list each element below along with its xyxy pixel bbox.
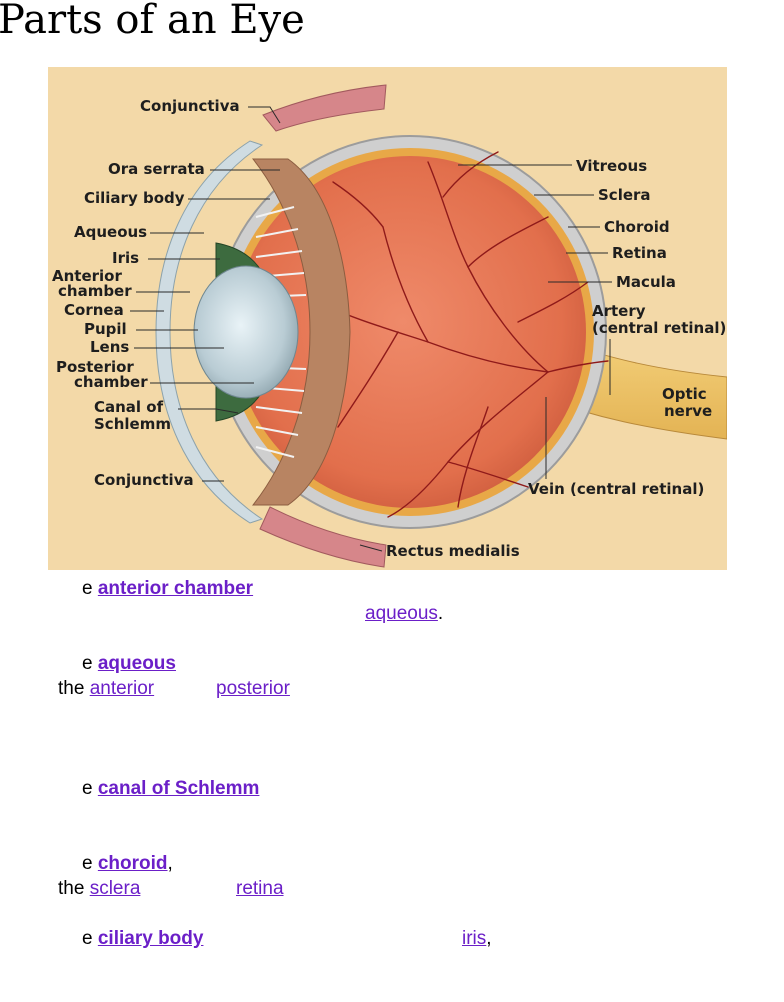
label-pupil: Pupil: [84, 320, 127, 338]
label-iris: Iris: [112, 249, 139, 267]
entry-aqueous-line2b: posterior: [216, 677, 290, 701]
eye-diagram: Conjunctiva Ora serrata Ciliary body Aqu…: [48, 67, 727, 570]
entry-tail: .: [437, 603, 444, 624]
label-canal-of-schlemm-1: Canal of: [94, 398, 164, 416]
label-vitreous: Vitreous: [576, 157, 647, 175]
label-anterior-chamber-1: Anterior: [52, 267, 122, 285]
link-retina[interactable]: retina: [236, 878, 284, 899]
term-choroid[interactable]: choroid: [97, 853, 168, 874]
link-sclera[interactable]: sclera: [89, 878, 141, 899]
cornea-shape: [155, 140, 264, 524]
link-iris[interactable]: iris: [462, 928, 487, 949]
entry-prefix: e: [82, 853, 98, 874]
entry-aqueous-line1: e aqueous: [82, 652, 176, 676]
label-conjunctiva-top: Conjunctiva: [140, 97, 240, 115]
label-artery-2: (central retinal): [592, 319, 726, 337]
label-cornea: Cornea: [64, 301, 124, 319]
page-title: Parts of an Eye: [0, 0, 305, 43]
entry-lead: the: [58, 678, 90, 699]
label-macula: Macula: [616, 273, 676, 291]
label-rectus-medialis: Rectus medialis: [386, 542, 520, 560]
superior-muscle: [262, 84, 387, 132]
label-retina: Retina: [612, 244, 667, 262]
label-posterior-chamber-2: chamber: [74, 373, 148, 391]
label-ciliary-body: Ciliary body: [84, 189, 185, 207]
lens-shape: [193, 265, 299, 399]
entry-canal-of-schlemm-line1: e canal of Schlemm: [82, 777, 259, 801]
entry-prefix: e: [82, 778, 98, 799]
entry-ciliary-body-line1: e ciliary body: [82, 927, 203, 951]
label-conjunctiva-bottom: Conjunctiva: [94, 471, 194, 489]
label-ora-serrata: Ora serrata: [108, 160, 205, 178]
link-aqueous[interactable]: aqueous: [365, 603, 438, 624]
ciliary-body-shape: [251, 158, 351, 506]
label-posterior-chamber-1: Posterior: [56, 358, 134, 376]
entry-ciliary-body-line1b: iris,: [462, 927, 492, 951]
label-aqueous: Aqueous: [74, 223, 147, 241]
term-aqueous[interactable]: aqueous: [97, 653, 176, 674]
entry-aqueous-line2: the anterior: [58, 677, 154, 701]
label-vein: Vein (central retinal): [528, 480, 704, 498]
link-posterior[interactable]: posterior: [216, 678, 290, 699]
label-optic-nerve-1: Optic: [662, 385, 707, 403]
term-anterior-chamber[interactable]: anterior chamber: [97, 578, 254, 599]
link-anterior[interactable]: anterior: [89, 678, 155, 699]
label-optic-nerve-2: nerve: [664, 402, 712, 420]
entry-tail: ,: [167, 853, 173, 874]
entry-prefix: e: [82, 928, 98, 949]
label-sclera: Sclera: [598, 186, 651, 204]
eye-cross-section-illustration: Conjunctiva Ora serrata Ciliary body Aqu…: [52, 84, 727, 568]
term-canal-of-schlemm[interactable]: canal of Schlemm: [97, 778, 260, 799]
label-artery-1: Artery: [592, 302, 646, 320]
label-lens: Lens: [90, 338, 129, 356]
term-ciliary-body[interactable]: ciliary body: [97, 928, 204, 949]
entry-anterior-chamber-line2: aqueous.: [365, 602, 443, 626]
entry-lead: the: [58, 878, 90, 899]
label-choroid: Choroid: [604, 218, 670, 236]
entry-choroid-line2b: retina: [236, 877, 284, 901]
entry-anterior-chamber-line1: e anterior chamber: [82, 577, 253, 601]
entry-choroid-line1: e choroid,: [82, 852, 173, 876]
entry-tail: ,: [486, 928, 492, 949]
label-canal-of-schlemm-2: Schlemm: [94, 415, 171, 433]
entry-choroid-line2: the sclera: [58, 877, 140, 901]
label-anterior-chamber-2: chamber: [58, 282, 132, 300]
entry-prefix: e: [82, 653, 98, 674]
rectus-medialis-muscle: [259, 506, 387, 568]
entry-prefix: e: [82, 578, 98, 599]
